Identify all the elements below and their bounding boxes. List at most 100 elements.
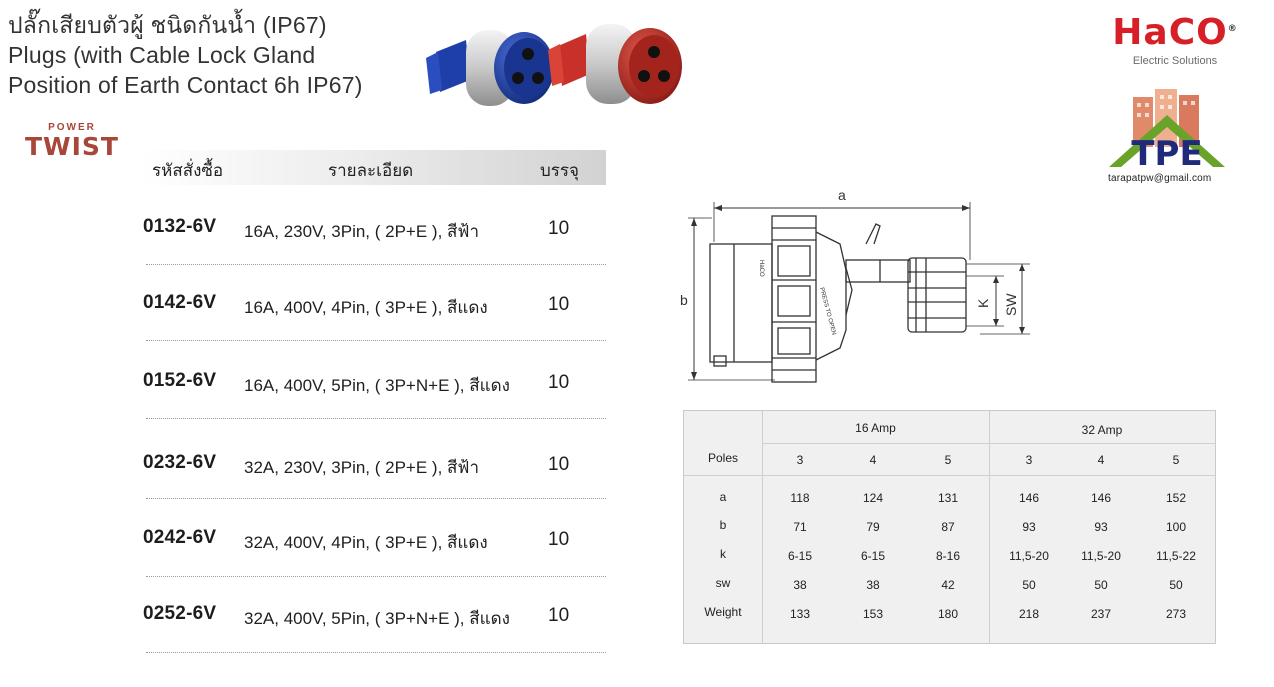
spec-value: 11,5-20 [1009,549,1049,563]
order-code: 0232-6V [143,452,217,473]
spec-value: 93 [1094,520,1108,534]
spec-table: 16 Amp 32 Amp Poles 3 4 5 3 4 5 a 118 12… [683,410,1216,644]
spec-value: 6-15 [787,549,813,563]
order-description: 32A, 230V, 3Pin, ( 2P+E ), สีฟ้า [244,458,479,477]
row-divider [146,576,606,577]
spec-row-label: sw [715,576,731,590]
roof-icon [1109,115,1225,167]
group-16-amp: 16 Amp [855,421,896,435]
red-plug [548,24,682,104]
haco-wordmark: HaCO [1112,12,1228,53]
poles-value: 3 [1025,453,1033,467]
title-english-line-1: Plugs (with Cable Lock Gland [8,42,316,68]
spec-divider [762,443,1215,444]
order-list-header: รหัสสั่งซื้อ รายละเอียด บรรจุ [138,150,606,185]
page-title: ปลั๊กเสียบตัวผู้ ชนิดกันน้ำ (IP67) Plugs… [8,10,363,100]
spec-value: 50 [1094,578,1108,592]
spec-value: 87 [941,520,955,534]
spec-value: 100 [1165,520,1187,534]
order-description: 32A, 400V, 5Pin, ( 3P+N+E ), สีแดง [244,609,510,628]
list-item: 0142-6V 16A, 400V, 4Pin, ( 3P+E ), สีแดง… [140,292,608,322]
spec-row-label: Weight [704,605,742,619]
poles-value: 5 [944,453,952,467]
tpe-logo: TPE [1109,89,1225,174]
spec-value: 79 [866,520,880,534]
order-description: 16A, 230V, 3Pin, ( 2P+E ), สีฟ้า [244,222,479,241]
dimension-sw-label: SW [1003,293,1019,316]
registered-mark: ® [1227,24,1238,34]
poles-value: 4 [869,453,877,467]
order-pack-qty: 10 [548,529,570,550]
drawing-logo-text: HaCO [758,260,764,277]
poles-value: 4 [1097,453,1105,467]
order-pack-qty: 10 [548,454,570,475]
dimension-a-label: a [838,187,846,203]
blue-plug [426,30,554,106]
spec-value: 146 [1018,491,1040,505]
spec-divider [989,411,990,643]
row-divider [146,264,606,265]
spec-value: 93 [1022,520,1036,534]
list-item: 0152-6V 16A, 400V, 5Pin, ( 3P+N+E ), สีแ… [140,370,608,400]
order-code: 0152-6V [143,370,217,391]
spec-value: 42 [941,578,955,592]
spec-value: 71 [793,520,807,534]
row-divider [146,652,606,653]
spec-value: 50 [1169,578,1183,592]
spec-value: 8-16 [935,549,961,563]
spec-value: 218 [1018,607,1040,621]
list-item: 0242-6V 32A, 400V, 4Pin, ( 3P+E ), สีแดง… [140,527,608,557]
spec-divider [762,411,763,643]
poles-value: 3 [796,453,804,467]
order-description: 16A, 400V, 4Pin, ( 3P+E ), สีแดง [244,298,488,317]
poles-label: Poles [707,451,739,465]
order-pack-qty: 10 [548,218,570,239]
haco-logo: HaCO® Electric Solutions [1090,10,1260,68]
spec-value: 237 [1090,607,1112,621]
tpe-email: tarapatpw@gmail.com [1108,173,1212,184]
spec-value: 180 [937,607,959,621]
order-code: 0242-6V [143,527,217,548]
spec-value: 38 [793,578,807,592]
spec-value: 133 [789,607,811,621]
order-pack-qty: 10 [548,294,570,315]
spec-value: 11,5-22 [1156,549,1196,563]
dimension-drawing: a b HaCO PRESS TO OPEN K SW [680,187,1030,383]
order-pack-qty: 10 [548,605,570,626]
tpe-wordmark: TPE [1131,134,1202,174]
product-photo [426,24,682,106]
spec-value: 118 [790,491,810,505]
order-code: 0142-6V [143,292,217,313]
list-item: 0132-6V 16A, 230V, 3Pin, ( 2P+E ), สีฟ้า… [140,216,608,246]
spec-row-label: a [719,490,727,504]
order-pack-qty: 10 [548,372,570,393]
header-order-code: รหัสสั่งซื้อ [152,161,224,180]
order-description: 32A, 400V, 4Pin, ( 3P+E ), สีแดง [244,533,488,552]
order-code: 0132-6V [143,216,217,237]
row-divider [146,418,606,419]
spec-row-label: b [719,518,727,532]
row-divider [146,498,606,499]
power-twist-big: TWIST [25,132,119,161]
title-english-line-2: Position of Earth Contact 6h IP67) [8,72,363,98]
list-item: 0252-6V 32A, 400V, 5Pin, ( 3P+N+E ), สีแ… [140,603,608,633]
poles-value: 5 [1172,453,1180,467]
press-to-open-label: PRESS TO OPEN [818,287,836,336]
list-item: 0232-6V 32A, 230V, 3Pin, ( 2P+E ), สีฟ้า… [140,452,608,482]
spec-value: 273 [1165,607,1187,621]
spec-value: 11,5-20 [1081,549,1121,563]
row-divider [146,340,606,341]
spec-value: 50 [1022,578,1036,592]
spec-value: 131 [937,491,959,505]
header-detail: รายละเอียด [328,161,414,180]
header-pack: บรรจุ [540,161,580,180]
power-twist-logo: POWER TWIST [22,122,122,160]
order-code: 0252-6V [143,603,217,624]
spec-value: 146 [1090,491,1112,505]
spec-value: 6-15 [860,549,886,563]
title-thai: ปลั๊กเสียบตัวผู้ ชนิดกันน้ำ (IP67) [8,12,327,38]
order-description: 16A, 400V, 5Pin, ( 3P+N+E ), สีแดง [244,376,510,395]
spec-value: 152 [1165,491,1187,505]
spec-value: 153 [862,607,884,621]
spec-value: 38 [866,578,880,592]
